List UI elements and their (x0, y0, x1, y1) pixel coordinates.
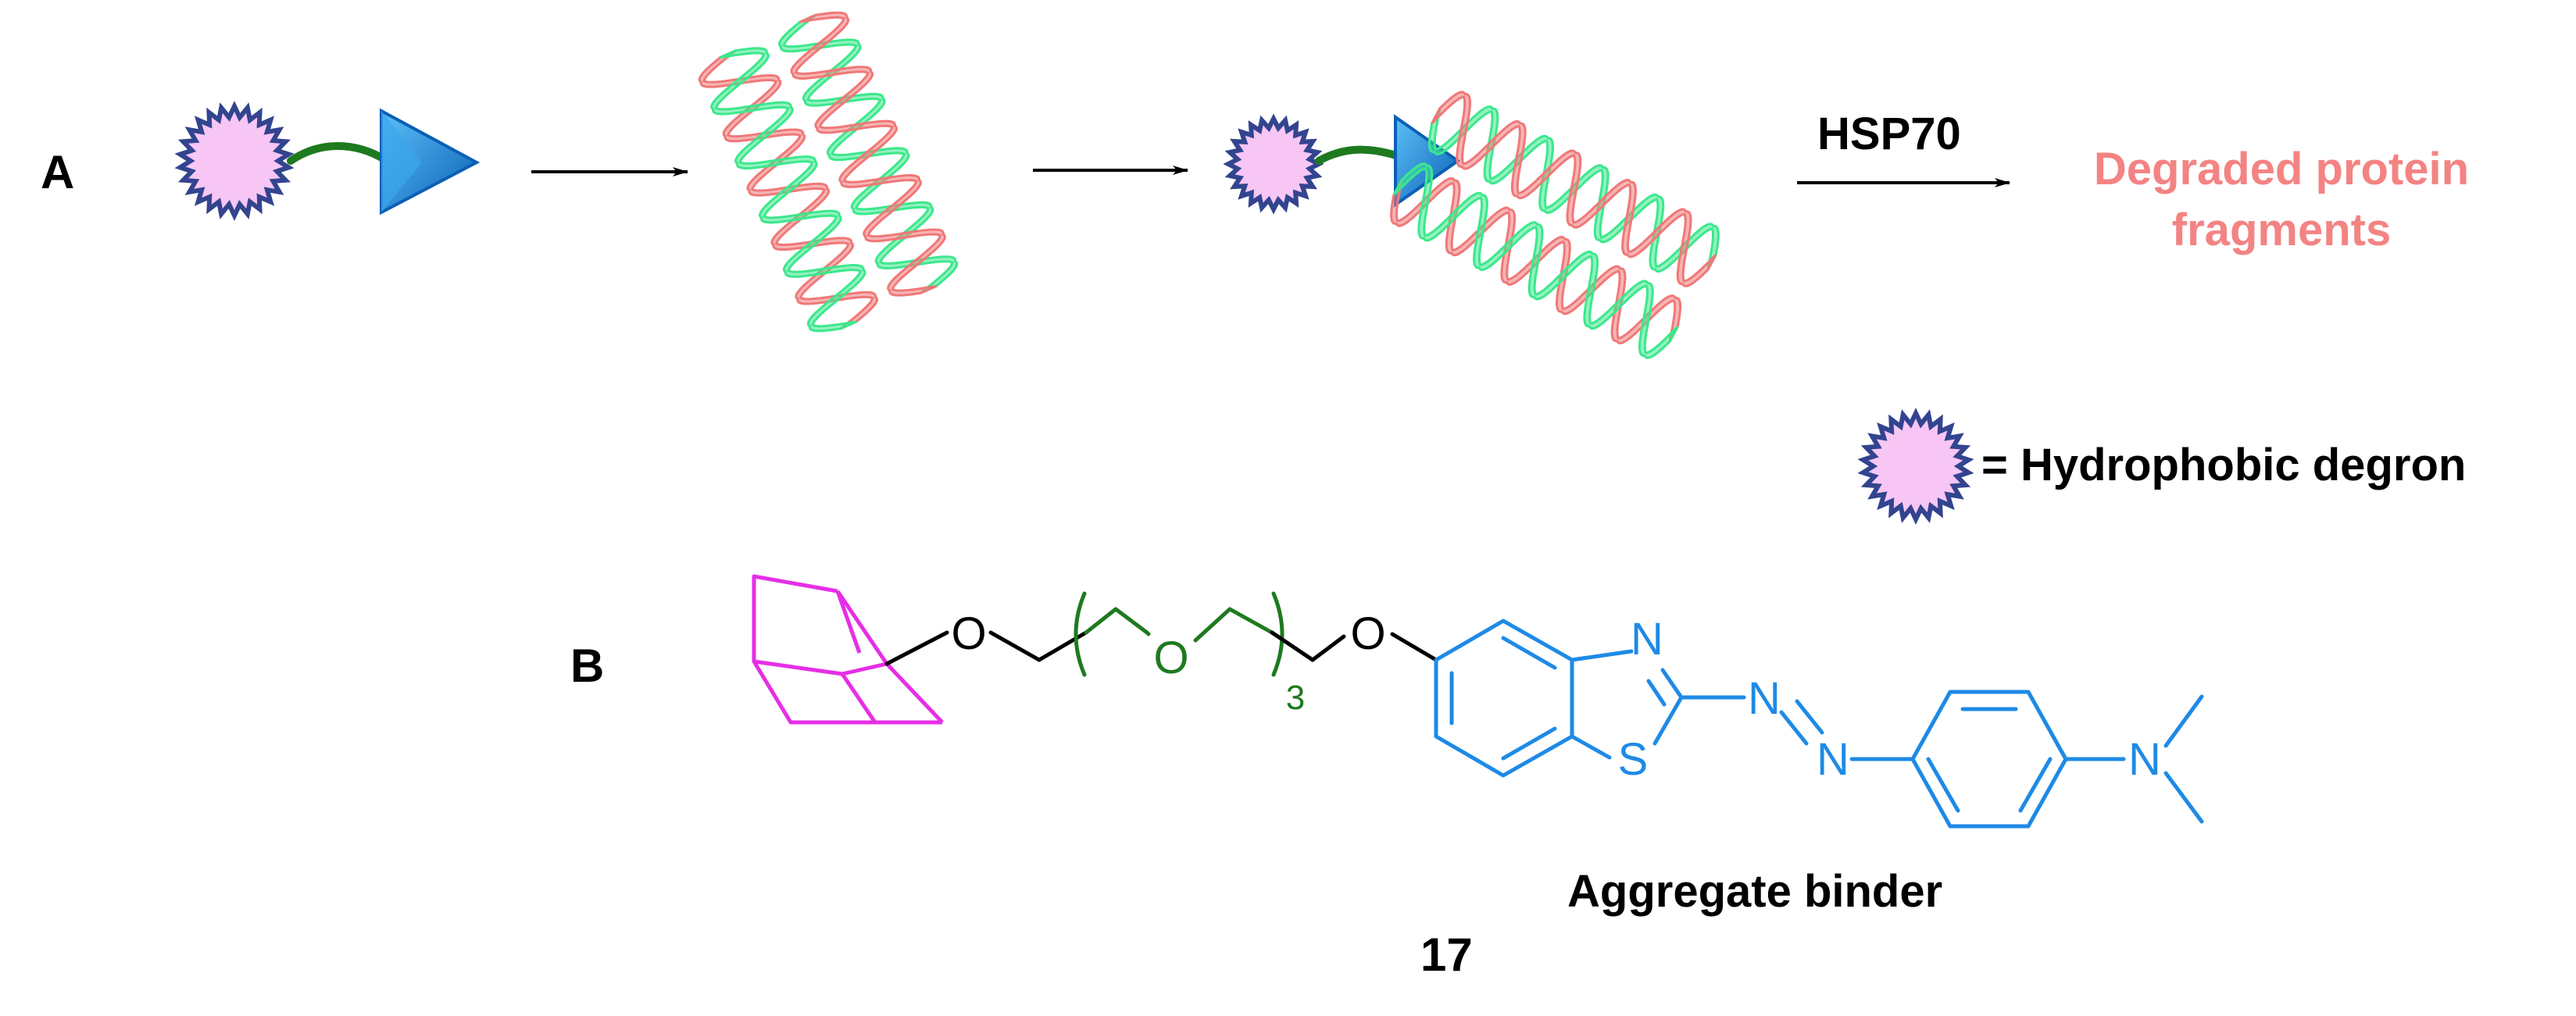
peg-subscript: 3 (1286, 679, 1305, 717)
atom-o2: O (1153, 633, 1188, 683)
compound-number: 17 (1420, 929, 1473, 981)
hsp70-label: HSP70 (1817, 109, 1961, 159)
ether-chain-1 (884, 630, 1088, 666)
atom-n4: N (2128, 734, 2161, 785)
helix-ribbon (790, 11, 946, 297)
degron-icon (174, 100, 295, 222)
atom-o3: O (1350, 608, 1385, 659)
complex-linker-icon (1315, 145, 1402, 165)
protein-aggregate-icon (698, 11, 959, 333)
panel-label-b: B (570, 640, 605, 692)
atom-n2: N (1748, 673, 1781, 724)
aggregate-binder-label: Aggregate binder (1567, 866, 1943, 917)
legend-degron-icon (1857, 407, 1974, 526)
helix-ribbon (1431, 91, 1717, 287)
panel-label-a: A (41, 146, 75, 198)
complex-aggregate-icon (1390, 91, 1720, 359)
ligand-triangle-icon (380, 108, 481, 216)
legend-text: = Hydrophobic degron (1981, 440, 2467, 490)
degraded-line-2: fragments (2171, 205, 2392, 255)
helix-ribbon (710, 47, 866, 333)
linker-icon (287, 142, 388, 165)
peg-repeat (1074, 591, 1284, 677)
atom-o1: O (951, 608, 986, 659)
degraded-fragments-label: Degraded protein fragments (2024, 139, 2539, 261)
aggregate-binder-structure (1434, 619, 2204, 829)
atom-s1: S (1618, 734, 1649, 785)
atom-n1: N (1631, 614, 1663, 665)
atom-n3: N (1817, 734, 1849, 785)
degron-complex-icon (1223, 113, 1324, 215)
helix-ribbon (1392, 162, 1679, 359)
degraded-line-1: Degraded protein (2093, 144, 2470, 194)
ether-chain-2 (1270, 630, 1438, 662)
